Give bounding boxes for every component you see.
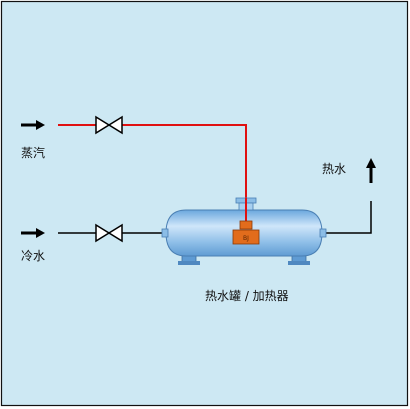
steam-valve-icon bbox=[95, 115, 123, 135]
hot-water-pipe bbox=[322, 201, 372, 234]
cold-water-inlet-arrow-icon bbox=[21, 228, 45, 238]
heater-element-icon: BJ bbox=[232, 220, 260, 245]
cold-water-valve-icon bbox=[95, 223, 123, 243]
steam-label: 蒸汽 bbox=[21, 146, 46, 160]
hot-water-label: 热水 bbox=[322, 162, 347, 176]
heater-label: BJ bbox=[243, 235, 249, 242]
steam-inlet-arrow-icon bbox=[21, 120, 45, 130]
hot-water-outlet-arrow-icon bbox=[366, 158, 376, 183]
tank-label: 热水罐 / 加热器 bbox=[205, 289, 289, 303]
cold-water-label: 冷水 bbox=[21, 249, 46, 263]
